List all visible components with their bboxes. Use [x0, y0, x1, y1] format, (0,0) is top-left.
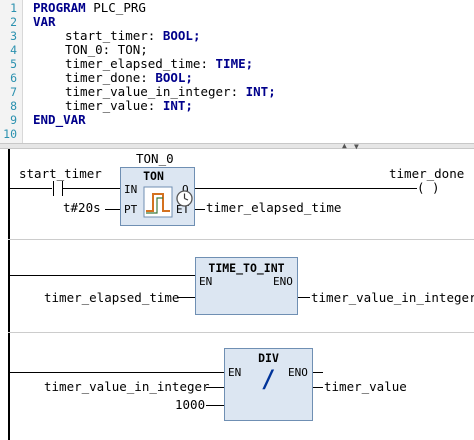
program-name: PLC_PRG	[93, 0, 146, 15]
var-keyword: VAR	[33, 14, 56, 29]
line-number: 8	[10, 99, 17, 113]
div-function-block[interactable]: DIV EN ENO /	[224, 348, 313, 421]
wire	[10, 372, 225, 373]
pin-pt: PT	[124, 203, 138, 216]
wire	[10, 275, 196, 276]
variable-name: timer_done:	[65, 70, 156, 85]
input-constant-2[interactable]: 1000	[175, 397, 206, 412]
collapse-up-icon[interactable]: ▲	[342, 141, 347, 150]
variable-type: INT;	[245, 84, 276, 99]
clock-icon	[176, 190, 193, 207]
line-number: 7	[10, 85, 17, 99]
declaration-editor[interactable]: 1 2 3 4 5 6 7 8 9 10 PROGRAM PLC_PRG VAR…	[0, 0, 474, 143]
variable-name: timer_value:	[65, 98, 163, 113]
rung-separator	[8, 239, 474, 240]
pin-in: IN	[124, 183, 138, 196]
line-number: 10	[3, 127, 17, 141]
wire	[105, 209, 120, 210]
coil-timer-done[interactable]: ( )	[417, 180, 440, 195]
collapse-down-icon[interactable]: ▼	[354, 142, 359, 151]
contact-variable[interactable]: start_timer	[19, 166, 102, 181]
code-line[interactable]: timer_done: BOOL;	[65, 70, 193, 85]
et-output-variable[interactable]: timer_elapsed_time	[206, 200, 342, 215]
variable-type: TIME;	[215, 56, 254, 71]
wire	[298, 297, 310, 298]
line-number: 5	[10, 57, 17, 71]
variable-name: start_timer:	[65, 28, 163, 43]
pin-q: Q	[182, 183, 189, 196]
output-variable[interactable]: timer_value	[324, 379, 407, 394]
block-type-label: TIME_TO_INT	[208, 261, 285, 275]
variable-name: timer_value_in_integer:	[65, 84, 246, 99]
line-number-gutter: 1 2 3 4 5 6 7 8 9 10	[0, 0, 23, 143]
wire	[195, 188, 417, 189]
code-line[interactable]: start_timer: BOOL;	[65, 28, 200, 43]
code-line[interactable]: timer_value: INT;	[65, 98, 193, 113]
pin-eno: ENO	[288, 366, 308, 379]
editor-splitter[interactable]	[0, 143, 474, 149]
wire	[313, 387, 323, 388]
wire	[10, 188, 52, 189]
input-variable-1[interactable]: timer_value_in_integer	[44, 379, 210, 394]
code-line[interactable]: END_VAR	[33, 112, 86, 127]
coil-variable[interactable]: timer_done	[389, 166, 465, 181]
wire	[63, 188, 120, 189]
wire	[177, 297, 195, 298]
variable-name: TON_0: TON;	[65, 42, 148, 57]
code-line[interactable]: timer_elapsed_time: TIME;	[65, 56, 253, 71]
code-line[interactable]: timer_value_in_integer: INT;	[65, 84, 276, 99]
variable-type: BOOL;	[162, 28, 201, 43]
variable-type: BOOL;	[155, 70, 193, 85]
end-var-keyword: END_VAR	[33, 112, 86, 127]
wire	[206, 387, 224, 388]
divide-symbol: /	[261, 365, 276, 393]
wire	[195, 209, 205, 210]
ton-instance-name[interactable]: TON_0	[136, 151, 174, 166]
ton-function-block[interactable]: TON IN PT Q ET	[120, 167, 195, 226]
timer-pulse-icon	[143, 186, 173, 218]
line-number: 1	[10, 1, 17, 15]
line-number: 9	[10, 113, 17, 127]
left-power-rail	[8, 149, 10, 440]
code-line[interactable]: TON_0: TON;	[65, 42, 148, 57]
line-number: 4	[10, 43, 17, 57]
variable-name: timer_elapsed_time:	[65, 56, 216, 71]
variable-type: INT;	[162, 98, 193, 113]
program-keyword: PROGRAM	[33, 0, 86, 15]
block-type-label: DIV	[258, 351, 279, 365]
rung-separator	[8, 332, 474, 333]
output-variable[interactable]: timer_value_in_integer	[311, 290, 474, 305]
code-line[interactable]: PROGRAM PLC_PRG	[33, 0, 146, 15]
ladder-diagram[interactable]: start_timer TON_0 TON IN PT Q ET	[0, 149, 474, 440]
block-type-label: TON	[143, 169, 164, 183]
time-to-int-block[interactable]: TIME_TO_INT EN ENO	[195, 257, 298, 315]
pin-en: EN	[228, 366, 242, 379]
input-variable[interactable]: timer_elapsed_time	[44, 290, 180, 305]
pin-eno: ENO	[273, 275, 293, 288]
line-number: 2	[10, 15, 17, 29]
wire	[313, 372, 323, 373]
line-number: 6	[10, 71, 17, 85]
line-number: 3	[10, 29, 17, 43]
pt-constant[interactable]: t#20s	[63, 200, 101, 215]
wire	[206, 405, 224, 406]
code-line[interactable]: VAR	[33, 14, 56, 29]
pin-en: EN	[199, 275, 213, 288]
